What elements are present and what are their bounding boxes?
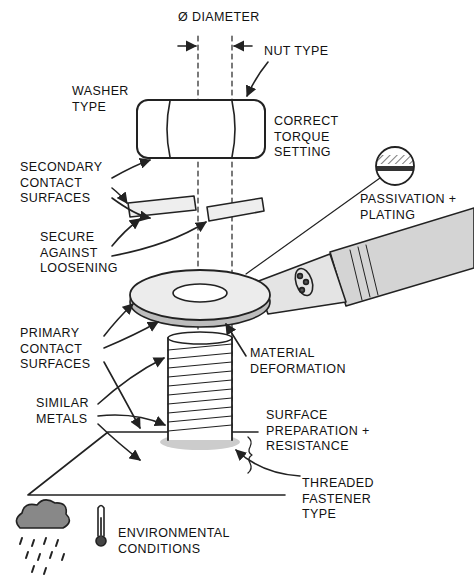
leader-line bbox=[247, 62, 268, 96]
cable-shield bbox=[350, 245, 378, 300]
part-label: PRIMARY CONTACT SURFACES bbox=[20, 326, 104, 373]
leader-line bbox=[112, 222, 206, 256]
washer bbox=[207, 198, 264, 221]
bolt-body bbox=[168, 338, 232, 440]
thread bbox=[168, 344, 232, 431]
thermometer-bulb bbox=[96, 536, 106, 546]
bolt-edge bbox=[168, 338, 232, 440]
part-label: PASSIVATION + PLATING bbox=[360, 192, 470, 223]
leader-line bbox=[104, 322, 158, 348]
dimension-arrow bbox=[234, 45, 252, 47]
barrel-end bbox=[292, 266, 316, 298]
part-label: NUT TYPE bbox=[264, 44, 364, 60]
plate bbox=[28, 432, 285, 495]
leader-line bbox=[112, 188, 127, 203]
leader-line bbox=[98, 358, 164, 404]
strand bbox=[300, 288, 305, 293]
leader-line bbox=[236, 450, 300, 476]
nut bbox=[137, 100, 265, 158]
leader-line bbox=[104, 304, 133, 336]
leader-line bbox=[112, 198, 150, 218]
base-layer bbox=[374, 166, 416, 171]
part-label: SECONDARY CONTACT SURFACES bbox=[20, 160, 112, 207]
leader-line bbox=[226, 324, 246, 356]
part-label: ENVIRONMENTAL CONDITIONS bbox=[118, 526, 242, 557]
leader-line bbox=[112, 219, 140, 246]
plating-layer bbox=[374, 155, 416, 164]
leader-line bbox=[98, 415, 165, 425]
thermometer bbox=[98, 506, 104, 537]
cloud bbox=[16, 500, 69, 528]
part-label: Ø DIAMETER bbox=[178, 10, 298, 26]
bolt-end bbox=[168, 332, 232, 344]
bracket bbox=[248, 437, 252, 473]
strand bbox=[298, 274, 303, 279]
part-label: SURFACE PREPARATION + RESISTANCE bbox=[266, 408, 390, 455]
nut-face-edge bbox=[167, 101, 170, 157]
part-label: WASHER TYPE bbox=[72, 84, 140, 115]
rain bbox=[20, 538, 64, 574]
part-label: SIMILAR METALS bbox=[36, 396, 98, 427]
dimension-arrow bbox=[178, 45, 196, 47]
nut-face-edge bbox=[232, 101, 235, 157]
thermometer-fluid bbox=[100, 518, 102, 536]
strand bbox=[304, 280, 309, 285]
ring-hole bbox=[173, 284, 227, 302]
part-label: THREADED FASTENER TYPE bbox=[302, 476, 382, 523]
cable bbox=[330, 208, 474, 306]
ring-terminal bbox=[130, 270, 270, 320]
part-label: CORRECT TORQUE SETTING bbox=[274, 114, 354, 161]
zoom-ground bbox=[374, 146, 416, 186]
leader-line bbox=[98, 424, 140, 460]
part-label: SECURE AGAINST LOOSENING bbox=[40, 230, 116, 277]
plate-edge bbox=[28, 432, 285, 495]
zoom-circle bbox=[376, 147, 414, 185]
part-label: MATERIAL DEFORMATION bbox=[250, 346, 350, 377]
leader-line bbox=[112, 160, 150, 178]
